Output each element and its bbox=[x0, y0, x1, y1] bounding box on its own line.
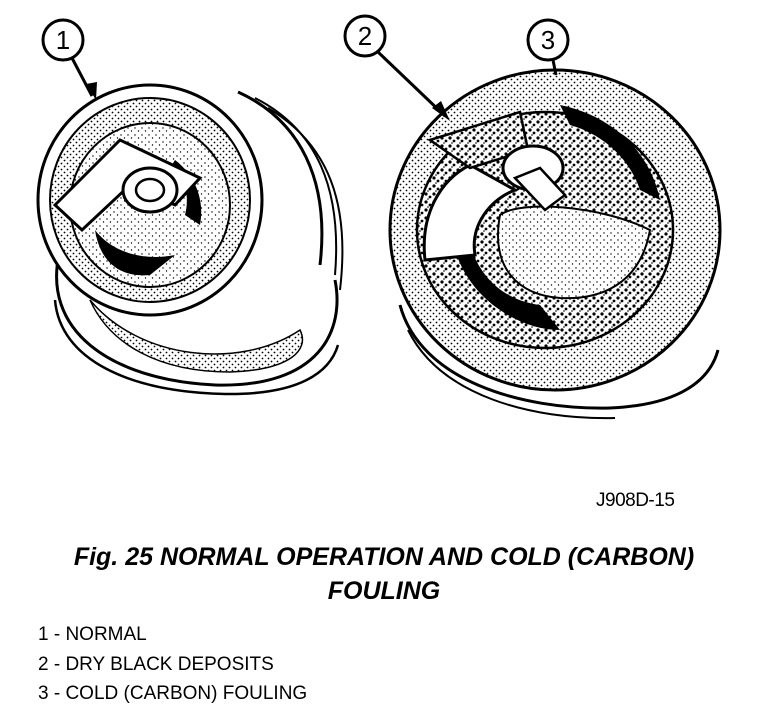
callout-3-label: 3 bbox=[541, 25, 555, 55]
legend-item: 3 - COLD (CARBON) FOULING bbox=[38, 683, 308, 704]
callout-3: 3 bbox=[526, 18, 570, 76]
spark-plug-illustration: 1 2 3 bbox=[36, 14, 722, 420]
callout-2-label: 2 bbox=[358, 21, 372, 51]
caption-line-1: Fig. 25 NORMAL OPERATION AND COLD (CARBO… bbox=[73, 543, 695, 571]
caption-line-2: FOULING bbox=[327, 577, 441, 605]
legend-item: 2 - DRY BLACK DEPOSITS bbox=[38, 653, 274, 675]
callout-1: 1 bbox=[41, 18, 97, 100]
figure-caption: Fig. 25 NORMAL OPERATION AND COLD (CARBO… bbox=[0, 540, 768, 608]
legend: 1 - NORMAL 2 - DRY BLACK DEPOSITS 3 - CO… bbox=[38, 620, 307, 709]
callout-1-label: 1 bbox=[56, 25, 70, 55]
callout-2: 2 bbox=[343, 14, 450, 121]
legend-item: 1 - NORMAL bbox=[38, 624, 147, 645]
normal-spark-plug bbox=[36, 83, 344, 396]
fouled-spark-plug bbox=[388, 68, 722, 420]
figure-code: J908D-15 bbox=[596, 490, 675, 511]
